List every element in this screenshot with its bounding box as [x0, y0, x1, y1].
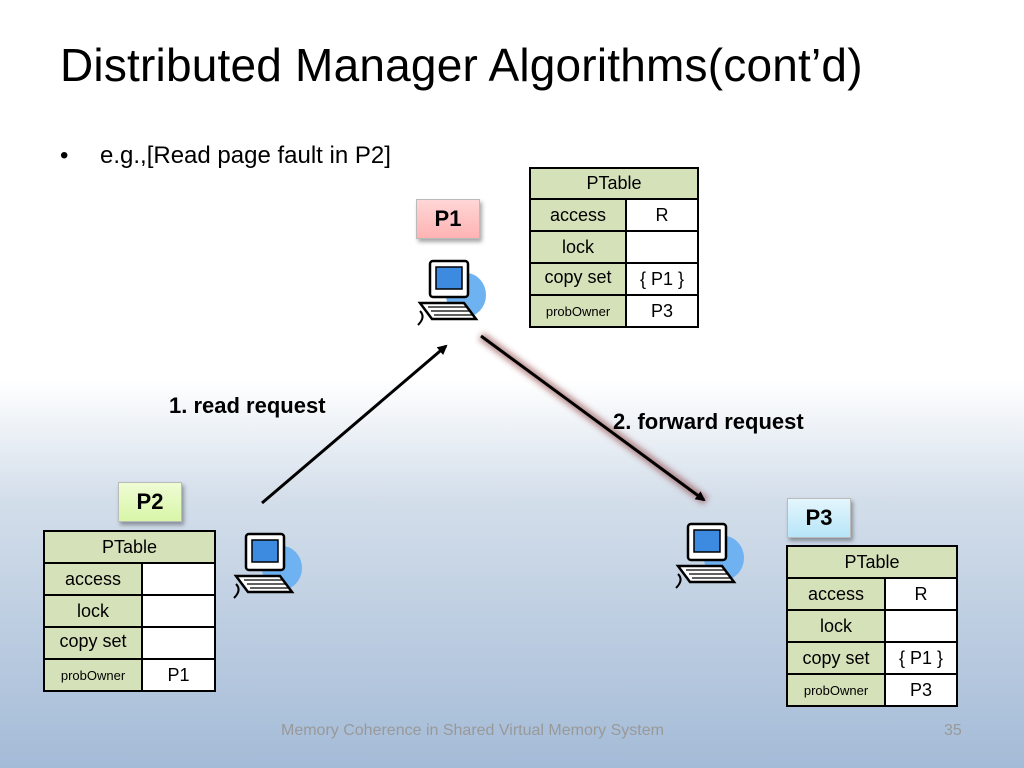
slide-title: Distributed Manager Algorithms(cont’d) [60, 39, 863, 91]
computer-icon [233, 532, 302, 599]
ptable-header: PTable [44, 531, 215, 563]
ptable-key: copy set [530, 263, 626, 295]
ptable-key: lock [787, 610, 885, 642]
node-label-p2: P2 [118, 482, 182, 522]
ptable-key: lock [530, 231, 626, 263]
ptable-key: probOwner [44, 659, 142, 691]
ptable-key: copy set [44, 627, 142, 659]
ptable-header: PTable [787, 546, 957, 578]
ptable-key: access [44, 563, 142, 595]
ptable-key: access [787, 578, 885, 610]
page-number: 35 [944, 722, 962, 739]
ptable-value: R [885, 578, 957, 610]
bullet-dot: • [60, 142, 69, 169]
ptable-key: access [530, 199, 626, 231]
footer-text: Memory Coherence in Shared Virtual Memor… [281, 722, 664, 739]
edge-label-read-request: 1. read request [169, 393, 326, 418]
edge-label-forward-request: 2. forward request [613, 409, 804, 434]
ptable-value: P3 [885, 674, 957, 706]
bullet-text: e.g.,[Read page fault in P2] [100, 142, 391, 169]
ptable-value [142, 563, 215, 595]
node-label-p3: P3 [787, 498, 851, 538]
ptable-value [885, 610, 957, 642]
ptable-key: probOwner [787, 674, 885, 706]
ptable-value [142, 595, 215, 627]
computer-icon [675, 522, 744, 589]
ptable-p3: PTable access R lock copy set { P1 } pro… [786, 545, 958, 707]
edge-read-request [261, 344, 448, 505]
computer-icon [417, 259, 486, 326]
ptable-value: P3 [626, 295, 698, 327]
ptable-key: lock [44, 595, 142, 627]
ptable-p1: PTable access R lock copy set { P1 } pro… [529, 167, 699, 328]
ptable-p2: PTable access lock copy set probOwner P1 [43, 530, 216, 692]
ptable-header: PTable [530, 168, 698, 199]
ptable-value [142, 627, 215, 659]
ptable-value: { P1 } [626, 263, 698, 295]
node-label-p1: P1 [416, 199, 480, 239]
bullet-item: • e.g.,[Read page fault in P2] [60, 142, 391, 170]
ptable-value: R [626, 199, 698, 231]
ptable-key: probOwner [530, 295, 626, 327]
ptable-value [626, 231, 698, 263]
ptable-value: P1 [142, 659, 215, 691]
edge-forward-request [480, 334, 706, 502]
ptable-key: copy set [787, 642, 885, 674]
ptable-value: { P1 } [885, 642, 957, 674]
